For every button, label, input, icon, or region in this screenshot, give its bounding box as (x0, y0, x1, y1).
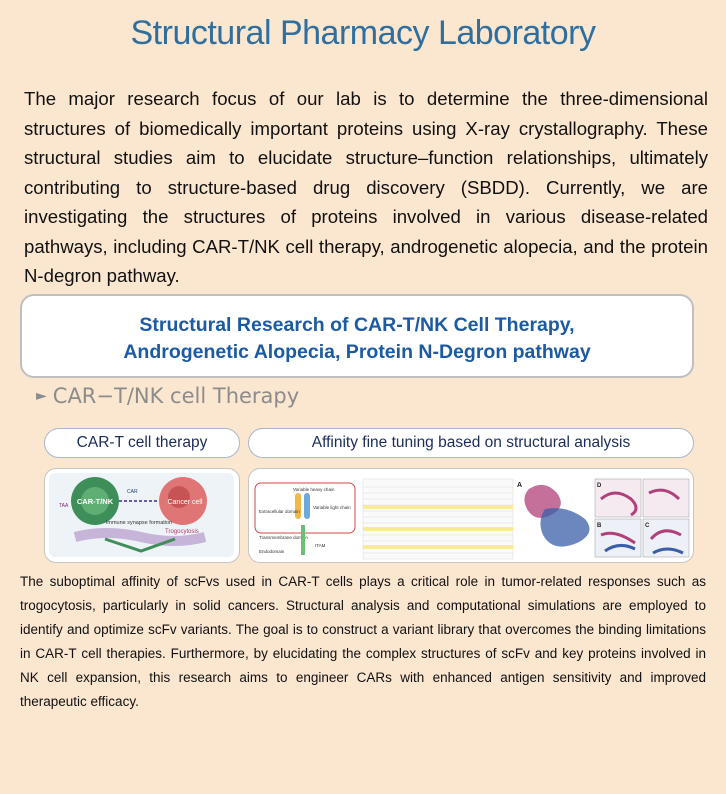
intro-paragraph: The major research focus of our lab is t… (24, 88, 708, 286)
research-banner: Structural Research of CAR-T/NK Cell The… (20, 294, 694, 378)
banner-line-1: Structural Research of CAR-T/NK Cell The… (139, 314, 575, 336)
affinity-tuning-label: Affinity fine tuning based on structural… (248, 428, 694, 458)
endodomain-label: Endodomain (259, 549, 285, 554)
car-t-illustration: CAR-T/NK Cancer cell CAR TAA Immune syna… (44, 468, 240, 563)
variable-light-label: Variable light chain (313, 505, 351, 510)
structural-analysis-figure: Variable heavy chain Variable light chai… (248, 468, 694, 563)
car-t-therapy-label: CAR-T cell therapy (44, 428, 240, 458)
page-title: Structural Pharmacy Laboratory (130, 14, 596, 52)
taa-label: TAA (59, 503, 69, 509)
car-label: CAR (127, 489, 138, 495)
banner-line-2: Androgenetic Alopecia, Protein N-Degron … (123, 341, 591, 363)
car-t-illustration-svg: CAR-T/NK Cancer cell CAR TAA Immune syna… (49, 473, 234, 557)
structural-analysis-svg: Variable heavy chain Variable light chai… (254, 478, 690, 560)
variable-heavy-label: Variable heavy chain (293, 487, 335, 492)
immune-synapse-label: Immune synapse formation (106, 520, 172, 526)
body-paragraph: The suboptimal affinity of scFvs used in… (20, 574, 706, 709)
section-heading: ► CAR−T/NK cell Therapy (36, 384, 299, 408)
panel-d-label: D (597, 483, 602, 489)
panel-c-label: C (645, 523, 650, 529)
itam-label: ITAM (315, 543, 326, 548)
transmembrane-label: Transmembrane domain (259, 535, 308, 540)
car-tnk-label: CAR-T/NK (77, 497, 114, 506)
extracellular-label: Extracellular domain (259, 509, 300, 514)
bullet-triangle-icon: ► (36, 388, 47, 404)
cancer-cell-label: Cancer cell (167, 499, 202, 506)
panel-b-label: B (597, 523, 602, 529)
trogocytosis-label: Trogocytosis (165, 529, 199, 535)
section-heading-text: CAR−T/NK cell Therapy (52, 384, 300, 408)
panel-a-label: A (517, 482, 522, 489)
